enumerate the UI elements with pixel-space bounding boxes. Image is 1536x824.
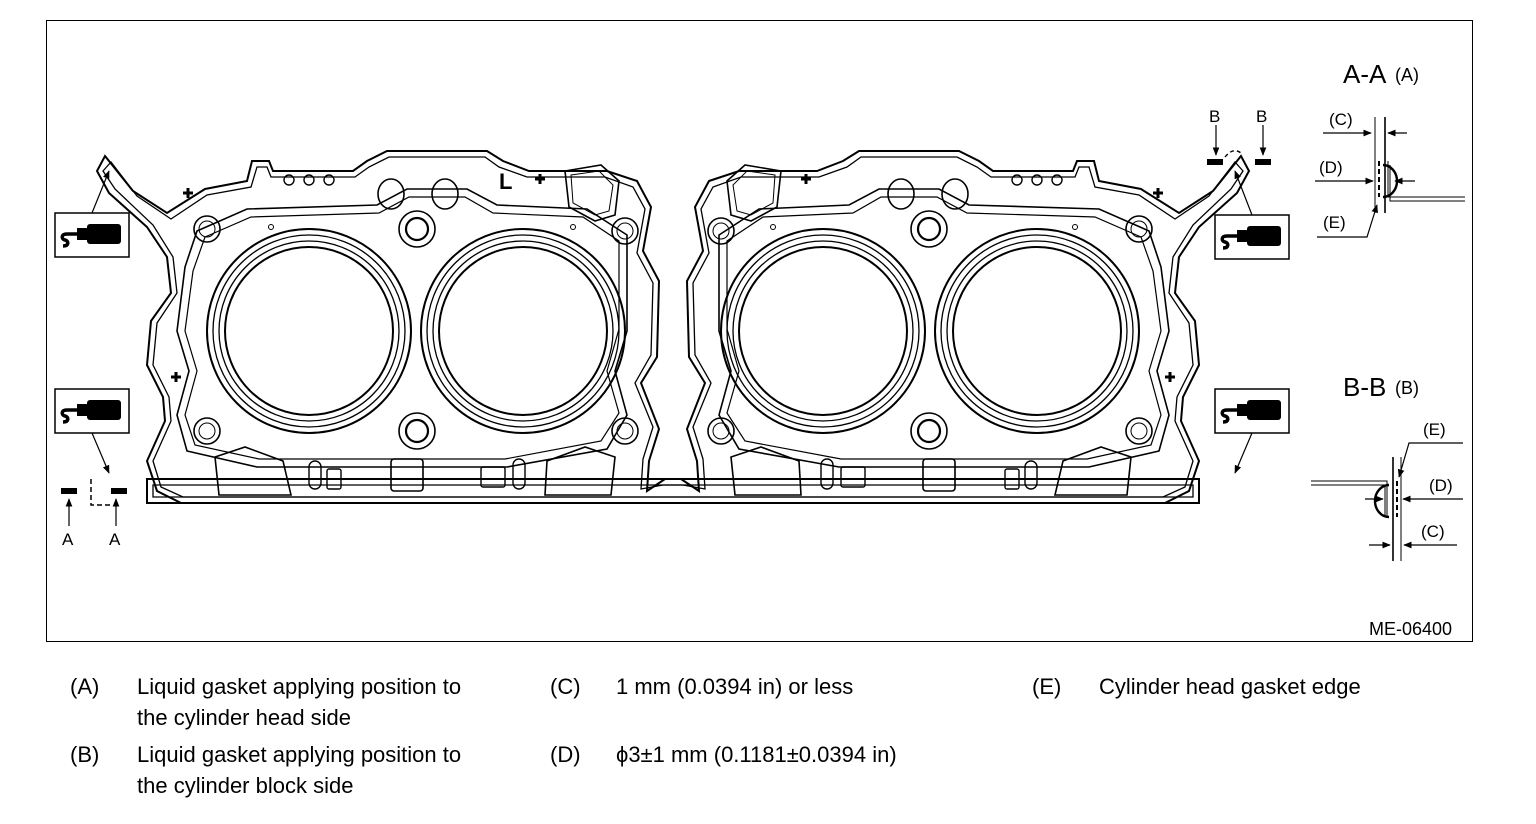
svg-text:B: B	[1209, 107, 1220, 126]
right-upper-applicator-callout	[1213, 170, 1291, 261]
svg-text:(E): (E)	[1423, 420, 1446, 439]
section-a-a-ref: (A)	[1395, 65, 1419, 85]
right-cylinder-head-gasket	[145, 149, 1251, 505]
section-a-a-detail: A-A (A) (C) (D) (E)	[1315, 59, 1465, 238]
svg-text:A: A	[62, 530, 74, 549]
diagram-frame: L A A B B A-A	[46, 20, 1473, 642]
gasket-diagram: L A A B B A-A	[53, 59, 1465, 639]
section-marker-a: A A	[61, 479, 127, 549]
callout-d: (D)	[1319, 158, 1343, 177]
section-marker-b: B B	[1207, 107, 1271, 165]
section-a-a-title: A-A	[1343, 59, 1387, 89]
section-b-b-title: B-B	[1343, 372, 1386, 402]
left-upper-applicator-callout	[53, 170, 131, 259]
section-b-b-detail: B-B (B) (E) (D) (C)	[1311, 372, 1463, 561]
right-lower-applicator-callout	[1213, 387, 1291, 474]
left-lower-applicator-callout	[53, 387, 131, 474]
svg-text:A: A	[109, 530, 121, 549]
section-b-b-ref: (B)	[1395, 378, 1419, 398]
callout-c: (C)	[1329, 110, 1353, 129]
left-cylinder-head-gasket: L	[95, 149, 1201, 505]
svg-text:B: B	[1256, 107, 1267, 126]
left-gasket-mark: L	[499, 169, 512, 194]
callout-e: (E)	[1323, 213, 1346, 232]
svg-text:(D): (D)	[1429, 476, 1453, 495]
figure-code: ME-06400	[1369, 619, 1452, 639]
svg-text:(C): (C)	[1421, 522, 1445, 541]
